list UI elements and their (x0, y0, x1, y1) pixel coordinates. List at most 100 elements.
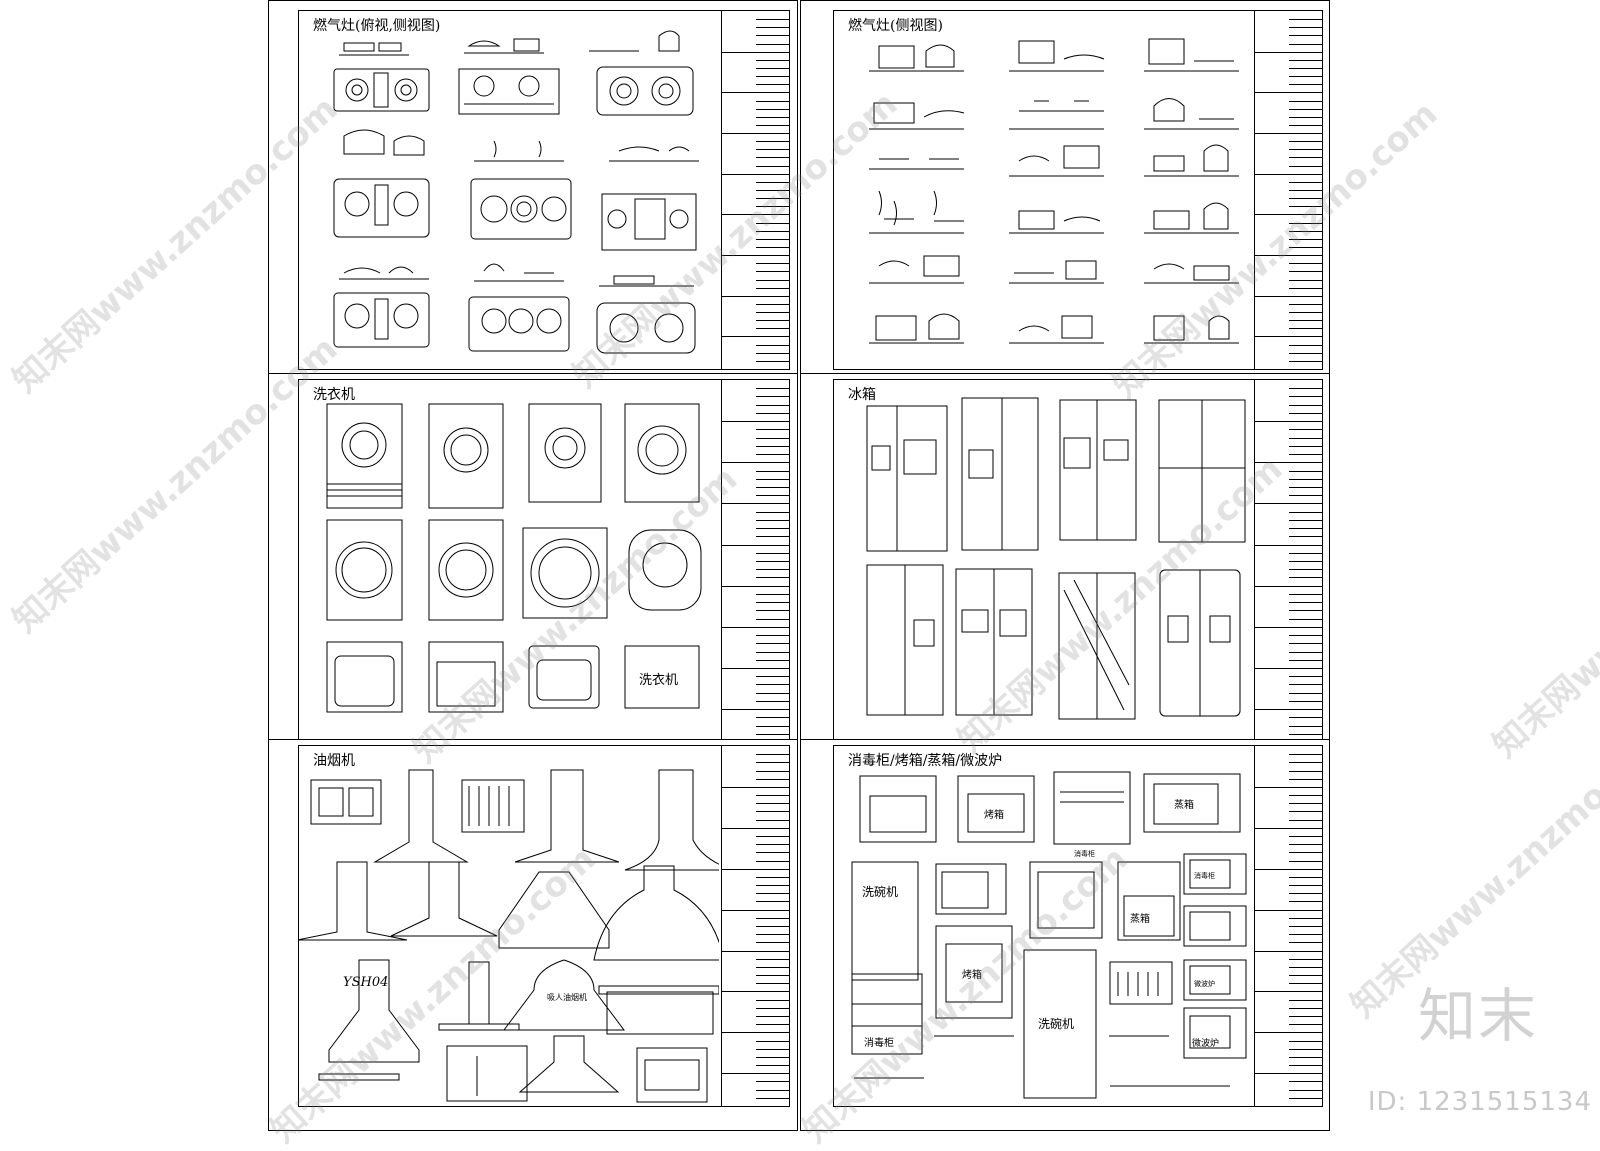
title-block-row (1289, 861, 1323, 862)
title-block-row (1289, 701, 1323, 702)
title-block-row (722, 462, 790, 463)
title-block-row (722, 296, 790, 297)
title-block-row (756, 528, 790, 529)
title-block-row (756, 762, 790, 763)
title-block-row (1289, 182, 1323, 183)
refrigerator-drawings (866, 397, 1246, 720)
title-block-row (1289, 35, 1323, 36)
title-block-row (756, 27, 790, 28)
title-block-row (1289, 553, 1323, 554)
title-block-row (1289, 1098, 1323, 1099)
title-block-row (756, 701, 790, 702)
title-block-row (722, 133, 790, 134)
title-block-row (1289, 304, 1323, 305)
title-block-row (756, 754, 790, 755)
title-block-row (1289, 1016, 1323, 1017)
title-block-row (1289, 223, 1323, 224)
title-block-row (1289, 438, 1323, 439)
panel-title: 油烟机 (313, 753, 355, 769)
title-block-row (756, 779, 790, 780)
title-block-row (756, 280, 790, 281)
title-block-row (722, 951, 790, 952)
hood-model-label: YSH04 (343, 975, 388, 990)
title-block-row (1289, 231, 1323, 232)
title-block-row (1289, 536, 1323, 537)
title-block-row (1289, 429, 1323, 430)
title-block-row (756, 76, 790, 77)
title-block-row (1255, 586, 1323, 587)
title-block-row (756, 820, 790, 821)
appliance-label: 蒸箱 (1174, 798, 1194, 811)
title-block-row (1255, 421, 1323, 422)
title-block-row (1289, 983, 1323, 984)
title-block-row (1289, 1024, 1323, 1025)
title-block-row (1289, 967, 1323, 968)
title-block-row (722, 910, 790, 911)
appliance-drawings: 烤箱 蒸箱 洗碗机 烤箱 消毒柜 消毒柜 蒸箱 洗碗机 微波炉 消毒柜 微波炉 (851, 771, 1247, 1099)
title-block-row (756, 345, 790, 346)
title-block-row (756, 438, 790, 439)
title-block-row (756, 19, 790, 20)
sheet-frame: 消毒柜/烤箱/蒸箱/微波炉 烤箱 (833, 745, 1323, 1107)
title-block-row (756, 101, 790, 102)
title-block-row (756, 561, 790, 562)
title-block-row (722, 668, 790, 669)
title-block-row (756, 454, 790, 455)
title-block-row (1255, 133, 1323, 134)
title-block-row (1289, 206, 1323, 207)
drawing-sheet-washing-machine: 洗衣机 洗衣机 (268, 373, 798, 751)
title-block-row (756, 1008, 790, 1009)
sheet-frame: 燃气灶(侧视图) (833, 10, 1323, 370)
title-block-row (1289, 779, 1323, 780)
title-block-row (756, 206, 790, 207)
title-block-row (1289, 141, 1323, 142)
title-block-row (756, 660, 790, 661)
title-block-row (756, 1057, 790, 1058)
title-block-row (1289, 942, 1323, 943)
title-block-row (1255, 1073, 1323, 1074)
title-block-row (1255, 627, 1323, 628)
title-block-row (756, 553, 790, 554)
title-block-row (1289, 762, 1323, 763)
title-block-row (756, 619, 790, 620)
title-block-row (1289, 771, 1323, 772)
title-block-row (1255, 910, 1323, 911)
title-block-row (1289, 239, 1323, 240)
panel-title: 洗衣机 (313, 387, 355, 403)
title-block-row (1289, 635, 1323, 636)
title-block-row (756, 312, 790, 313)
title-block-row (722, 421, 790, 422)
title-block-row (1289, 652, 1323, 653)
title-block-row (1289, 1008, 1323, 1009)
title-block-row (756, 934, 790, 935)
title-block-row (756, 361, 790, 362)
appliance-label: 消毒柜 (1194, 871, 1215, 880)
title-block-row (1255, 1032, 1323, 1033)
title-block-row (1289, 528, 1323, 529)
title-block-row (756, 734, 790, 735)
title-block-row (756, 320, 790, 321)
title-block-row (1289, 684, 1323, 685)
title-block-row (756, 811, 790, 812)
title-block-row (722, 869, 790, 870)
range-hood-drawings: YSH04 吸人油烟机 (299, 769, 719, 1103)
title-block-row (1289, 1065, 1323, 1066)
title-block-row (1289, 345, 1323, 346)
title-block-row (1289, 361, 1323, 362)
title-block-row (1255, 462, 1323, 463)
drawing-sheet-range-hood: 油烟机 YSH04 吸 (268, 739, 798, 1131)
title-block-row (756, 901, 790, 902)
title-block-row (1289, 561, 1323, 562)
title-block-row (1289, 405, 1323, 406)
title-block-row (756, 520, 790, 521)
title-block-row (722, 627, 790, 628)
title-block-row (1289, 1081, 1323, 1082)
title-block-row (756, 852, 790, 853)
title-block-row (1255, 991, 1323, 992)
title-block-row (756, 223, 790, 224)
title-block-row (756, 836, 790, 837)
title-block-row (722, 991, 790, 992)
title-block-row (1289, 495, 1323, 496)
title-block-row (1289, 454, 1323, 455)
title-block-row (756, 304, 790, 305)
